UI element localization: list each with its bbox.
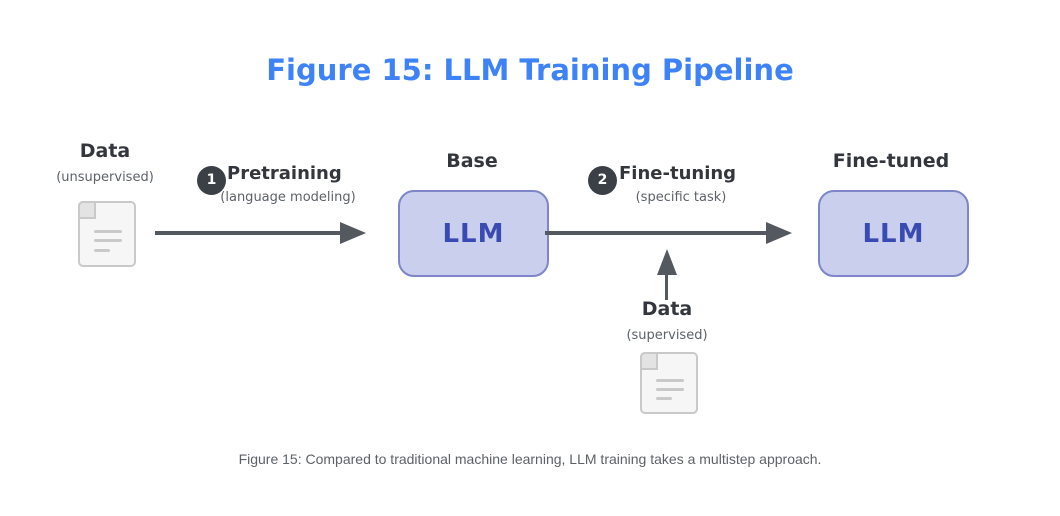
data-unsupervised-sublabel: (unsupervised) [56, 170, 154, 185]
text-line [94, 239, 122, 242]
pretraining-arrow-line [155, 231, 342, 235]
data-supervised-label: Data [641, 298, 693, 320]
text-line [656, 379, 684, 382]
text-line [656, 397, 672, 400]
finetuned-node-title: Fine-tuned [832, 150, 950, 172]
base-node-title: Base [446, 150, 498, 172]
finetuning-arrow-head [766, 222, 792, 244]
data-unsupervised-label: Data [79, 140, 131, 162]
figure-title: Figure 15: LLM Training Pipeline [266, 53, 794, 87]
step-2-sublabel: (specific task) [635, 190, 727, 205]
step-1-label: Pretraining [227, 163, 342, 184]
step-2-label: Fine-tuning [619, 163, 737, 184]
data-supervised-sublabel: (supervised) [626, 328, 708, 343]
finetuned-llm-box-text: LLM [862, 218, 925, 249]
finetuning-arrow-line [545, 231, 767, 235]
step-2-badge: 2 [588, 166, 617, 195]
text-line [656, 388, 684, 391]
step-1-sublabel: (language modeling) [220, 190, 356, 205]
text-line [94, 230, 122, 233]
document-icon [78, 201, 136, 267]
step-1-badge: 1 [197, 166, 226, 195]
text-line [94, 249, 110, 252]
base-llm-box: LLM [398, 190, 549, 277]
finetuned-llm-box: LLM [818, 190, 969, 277]
figure-caption: Figure 15: Compared to traditional machi… [238, 451, 822, 467]
pretraining-arrow-head [340, 222, 366, 244]
base-llm-box-text: LLM [442, 218, 505, 249]
supervised-arrow-head [657, 249, 677, 275]
document-icon [640, 352, 698, 414]
page-fold [640, 352, 658, 370]
supervised-arrow-line [665, 273, 668, 300]
page-fold [78, 201, 96, 219]
